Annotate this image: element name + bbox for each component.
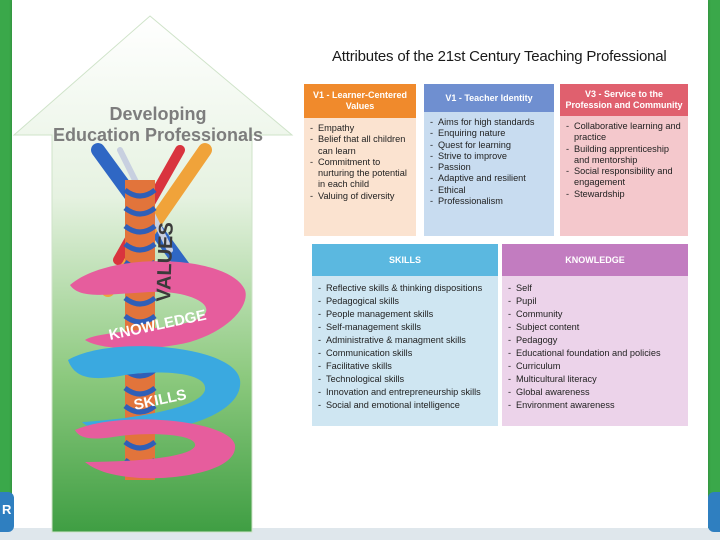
values-box-body: Collaborative learning and practice Buil… <box>560 116 688 204</box>
list-item: Belief that all children can learn <box>310 134 410 157</box>
list-item: Social responsibility and engagement <box>566 166 682 189</box>
list-item: Pedagogy <box>508 334 682 347</box>
list-item: Community <box>508 308 682 321</box>
skills-box: SKILLS Reflective skills & thinking disp… <box>312 244 498 426</box>
list-item: Facilitative skills <box>318 360 492 373</box>
list-item: Communication skills <box>318 347 492 360</box>
list-item: Global awareness <box>508 386 682 399</box>
development-arrow-graphic: Developing Education Professionals VALUE… <box>0 0 300 540</box>
list-item: Quest for learning <box>430 140 548 151</box>
list-item: Reflective skills & thinking disposition… <box>318 282 492 295</box>
values-box-learner-centered: V1 - Learner-Centered Values Empathy Bel… <box>304 84 416 236</box>
list-item: Social and emotional intelligence <box>318 399 492 412</box>
slide-title: Attributes of the 21st Century Teaching … <box>332 48 667 65</box>
list-item: Valuing of diversity <box>310 191 410 202</box>
list-item: Environment awareness <box>508 399 682 412</box>
arrow-heading-line2: Education Professionals <box>53 125 263 145</box>
list-item: Technological skills <box>318 373 492 386</box>
skills-box-body: Reflective skills & thinking disposition… <box>312 276 498 416</box>
list-item: Strive to improve <box>430 151 548 162</box>
values-box-header: V1 - Learner-Centered Values <box>304 84 416 118</box>
values-box-header: V3 - Service to the Profession and Commu… <box>560 84 688 116</box>
values-box-service: V3 - Service to the Profession and Commu… <box>560 84 688 236</box>
knowledge-box-header: KNOWLEDGE <box>502 244 688 276</box>
list-item: Educational foundation and policies <box>508 347 682 360</box>
list-item: Subject content <box>508 321 682 334</box>
list-item: Collaborative learning and practice <box>566 121 682 144</box>
arrow-heading-line1: Developing <box>109 104 206 124</box>
list-item: Self <box>508 282 682 295</box>
list-item: Curriculum <box>508 360 682 373</box>
list-item: Building apprenticeship and mentorship <box>566 144 682 167</box>
knowledge-box-body: Self Pupil Community Subject content Ped… <box>502 276 688 416</box>
list-item: Administrative & managment skills <box>318 334 492 347</box>
values-box-body: Aims for high standards Enquiring nature… <box>424 112 554 211</box>
list-item: People management skills <box>318 308 492 321</box>
list-item: Enquiring nature <box>430 128 548 139</box>
values-box-title: V3 - Service to the Profession and Commu… <box>564 89 684 111</box>
values-box-title: V1 - Teacher Identity <box>445 93 532 104</box>
list-item: Multicultural literacy <box>508 373 682 386</box>
list-item: Passion <box>430 162 548 173</box>
list-item: Ethical <box>430 185 548 196</box>
right-corner-tab <box>708 492 720 532</box>
list-item: Self-management skills <box>318 321 492 334</box>
list-item: Professionalism <box>430 196 548 207</box>
values-box-header: V1 - Teacher Identity <box>424 84 554 112</box>
values-box-body: Empathy Belief that all children can lea… <box>304 118 416 206</box>
list-item: Pedagogical skills <box>318 295 492 308</box>
values-box-title: V1 - Learner-Centered Values <box>308 90 412 112</box>
list-item: Pupil <box>508 295 682 308</box>
ribbon-values-label: VALUES <box>153 222 178 302</box>
list-item: Aims for high standards <box>430 117 548 128</box>
list-item: Adaptive and resilient <box>430 173 548 184</box>
skills-box-header: SKILLS <box>312 244 498 276</box>
list-item: Empathy <box>310 123 410 134</box>
values-box-teacher-identity: V1 - Teacher Identity Aims for high stan… <box>424 84 554 236</box>
list-item: Innovation and entrepreneurship skills <box>318 386 492 399</box>
knowledge-box: KNOWLEDGE Self Pupil Community Subject c… <box>502 244 688 426</box>
list-item: Stewardship <box>566 189 682 200</box>
list-item: Commitment to nurturing the potential in… <box>310 157 410 191</box>
skills-box-title: SKILLS <box>389 255 421 266</box>
knowledge-box-title: KNOWLEDGE <box>565 255 625 266</box>
